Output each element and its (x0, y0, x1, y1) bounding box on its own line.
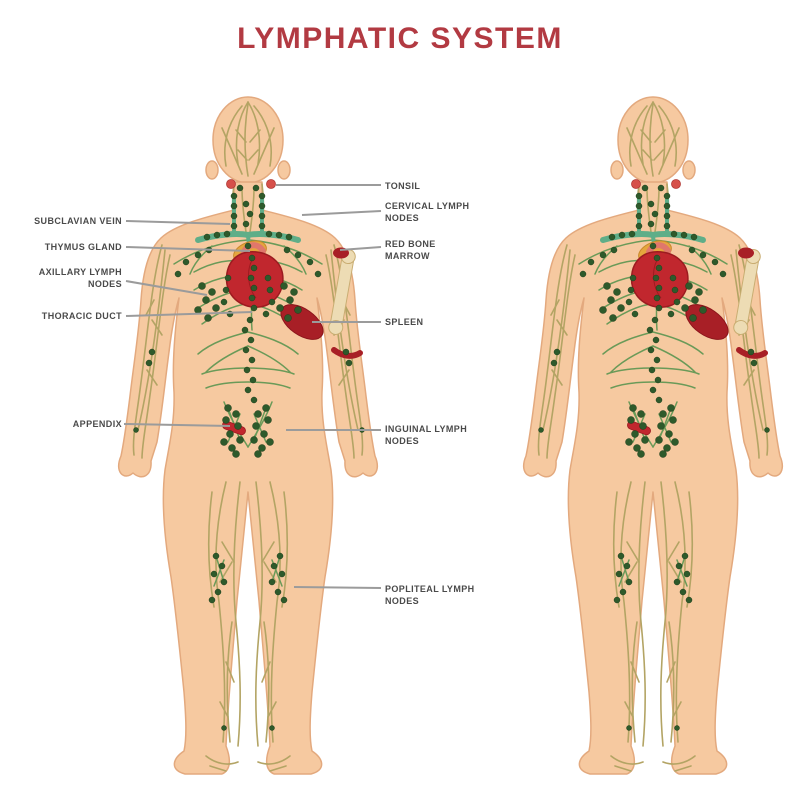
leader-lines (123, 184, 382, 589)
leader-line-red-bone-marrow (339, 246, 382, 251)
body-figure-front (119, 97, 378, 774)
label-spleen: SPLEEN (385, 317, 424, 327)
label-popliteal-lymph-nodes: POPLITEAL LYMPH NODES (385, 584, 475, 606)
leader-line-cervical-lymph-nodes (301, 210, 382, 216)
leader-line-thymus-gland (125, 246, 251, 252)
page-title: LYMPHATIC SYSTEM (237, 22, 563, 55)
body-figure-back (524, 97, 783, 774)
label-thymus-gland: THYMUS GLAND (44, 242, 122, 252)
leader-line-subclavian-vein (125, 220, 231, 225)
label-cervical-lymph-nodes: CERVICAL LYMPH NODES (385, 201, 470, 223)
label-subclavian-vein: SUBCLAVIAN VEIN (34, 216, 122, 226)
label-red-bone-marrow: RED BONE MARROW (385, 239, 436, 261)
leader-line-thoracic-duct (125, 311, 253, 317)
leader-line-axillary-lymph-nodes (125, 280, 208, 296)
leader-line-popliteal-lymph-nodes (293, 586, 382, 589)
label-axillary-lymph-nodes: AXILLARY LYMPH NODES (38, 267, 122, 289)
leader-line-appendix (123, 423, 231, 427)
label-tonsil: TONSIL (385, 181, 421, 191)
label-appendix: APPENDIX (72, 419, 122, 429)
label-thoracic-duct: THORACIC DUCT (41, 311, 122, 321)
label-inguinal-lymph-nodes: INGUINAL LYMPH NODES (385, 424, 468, 446)
